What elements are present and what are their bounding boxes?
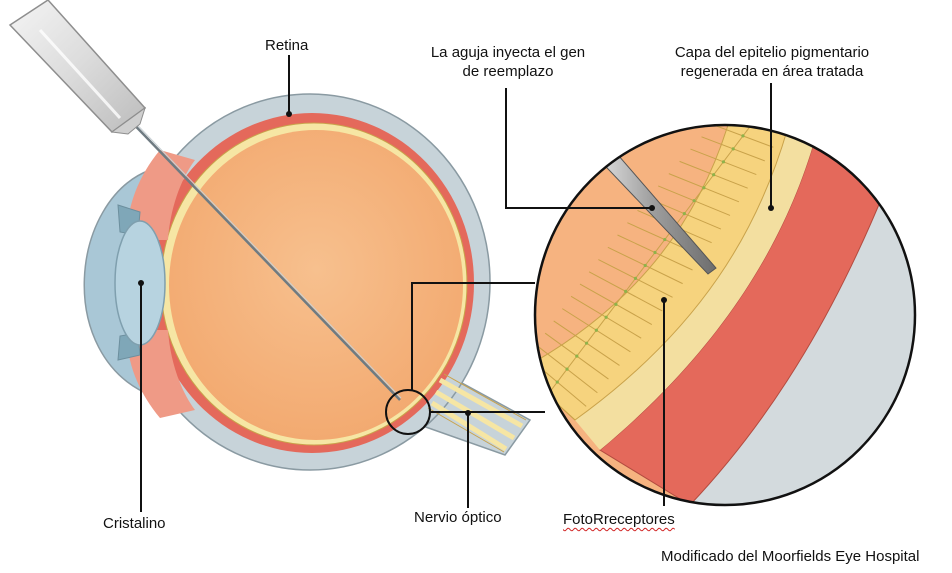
photoreceptor-junction-dot [751, 121, 754, 124]
photoreceptor-junction-dot [605, 316, 608, 319]
photoreceptor-junction-dot [741, 134, 744, 137]
retina-label: Retina [265, 36, 308, 55]
photoreceptor-junction-dot [644, 264, 647, 267]
lens-label: Cristalino [103, 514, 166, 533]
photoreceptor-junction-dot [565, 367, 568, 370]
needle-label: La aguja inyecta el gen de reemplazo [423, 43, 593, 81]
photoreceptor-junction-dot [712, 173, 715, 176]
photoreceptor-junction-dot [761, 108, 764, 111]
photoreceptor-junction-dot [683, 212, 686, 215]
magnified-view [520, 100, 950, 520]
needle-label-line1: La aguja inyecta el gen [423, 43, 593, 62]
photoreceptor-junction-dot [556, 380, 559, 383]
credit-label: Modificado del Moorfields Eye Hospital [661, 547, 919, 566]
photoreceptor-junction-dot [653, 251, 656, 254]
photoreceptor-junction-dot [663, 238, 666, 241]
rpe-label: Capa del epitelio pigmentario regenerada… [662, 43, 882, 81]
photoreceptor-row-divider [753, 110, 763, 123]
photoreceptor-junction-dot [575, 355, 578, 358]
photoreceptor-junction-dot [595, 329, 598, 332]
photoreceptor-junction-dot [692, 199, 695, 202]
photoreceptor-junction-dot [624, 290, 627, 293]
optic-nerve-label: Nervio óptico [414, 508, 502, 527]
rpe-label-line2: regenerada en área tratada [662, 62, 882, 81]
photoreceptors-label: FotoRreceptores [563, 510, 675, 529]
photoreceptor-junction-dot [614, 303, 617, 306]
photoreceptor-junction-dot [585, 342, 588, 345]
photoreceptor-junction-dot [722, 160, 725, 163]
photoreceptor-junction-dot [634, 277, 637, 280]
syringe-barrel [10, 0, 145, 132]
rpe-label-line1: Capa del epitelio pigmentario [662, 43, 882, 62]
photoreceptor-junction-dot [702, 186, 705, 189]
photoreceptor-junction-dot [732, 147, 735, 150]
needle-label-line2: de reemplazo [423, 62, 593, 81]
photoreceptor-cell-divider [735, 100, 790, 120]
